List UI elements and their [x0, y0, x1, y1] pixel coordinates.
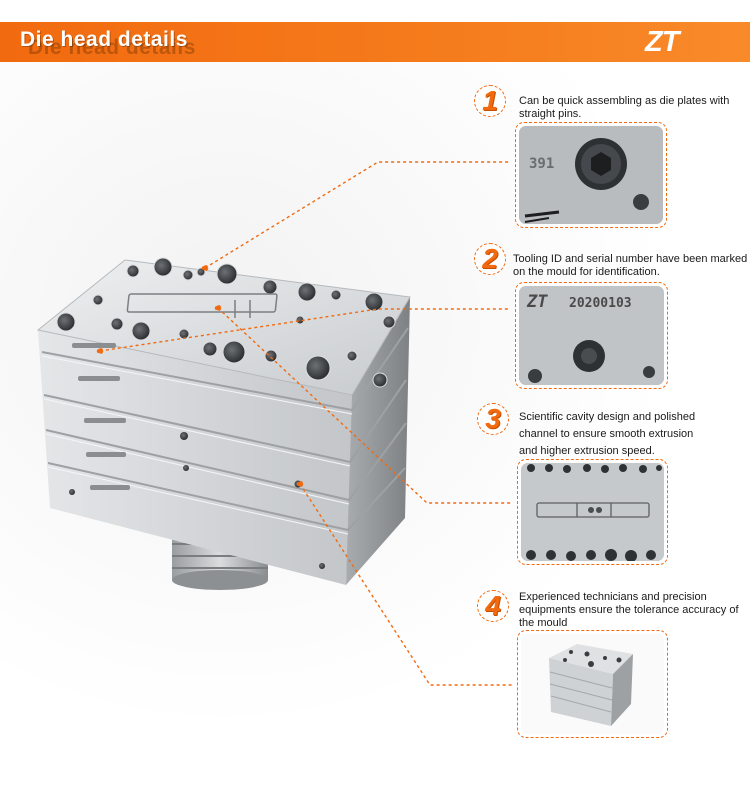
- die-head-front-face: [38, 330, 352, 585]
- feature-1-photo-engraving: 391: [529, 156, 555, 172]
- feature-3-number: 3: [485, 403, 501, 434]
- feature-2-number: 2: [482, 243, 498, 274]
- brand-logo: ZT: [645, 26, 679, 58]
- feature-3-text-line-1: Scientific cavity design and polished: [519, 411, 696, 423]
- header-banner: Die head details Die head details ZT: [0, 22, 750, 62]
- feature-2-number-badge: 2: [474, 243, 506, 275]
- feature-3-photo: [517, 459, 668, 565]
- feature-2-photo-brand: ZT: [527, 292, 548, 312]
- engraving-closeup-photo: ZT 20200103: [519, 286, 664, 385]
- feature-3-text: Scientific cavity design and polished ch…: [519, 409, 749, 460]
- screw-closeup-photo: 391: [519, 126, 663, 224]
- banner-title: Die head details: [20, 28, 188, 51]
- feature-4-text: Experienced technicians and precision eq…: [519, 591, 739, 629]
- feature-3-number-badge: 3: [477, 403, 509, 435]
- feature-1-number: 1: [482, 85, 498, 116]
- feature-2-text: Tooling ID and serial number have been m…: [513, 253, 748, 278]
- feature-3-text-line-2: channel to ensure smooth extrusion: [519, 428, 694, 440]
- feature-2-photo-serial: 20200103: [569, 296, 632, 311]
- cavity-closeup-photo: [521, 463, 664, 561]
- feature-1-text: Can be quick assembling as die plates wi…: [519, 95, 730, 120]
- leader-lines: [96, 161, 512, 686]
- feature-4-number-badge: 4: [477, 590, 509, 622]
- feature-1-photo: 391: [515, 122, 667, 228]
- feature-2-photo: ZT 20200103: [515, 282, 668, 389]
- feature-4-number: 4: [485, 590, 501, 621]
- banner-title-shadow: Die head details: [28, 36, 196, 59]
- feature-3-text-line-3: and higher extrusion speed.: [519, 445, 655, 457]
- feature-4-photo: [517, 630, 668, 738]
- die-head-thumbnail-photo: [521, 634, 664, 734]
- feature-1-number-badge: 1: [474, 85, 506, 117]
